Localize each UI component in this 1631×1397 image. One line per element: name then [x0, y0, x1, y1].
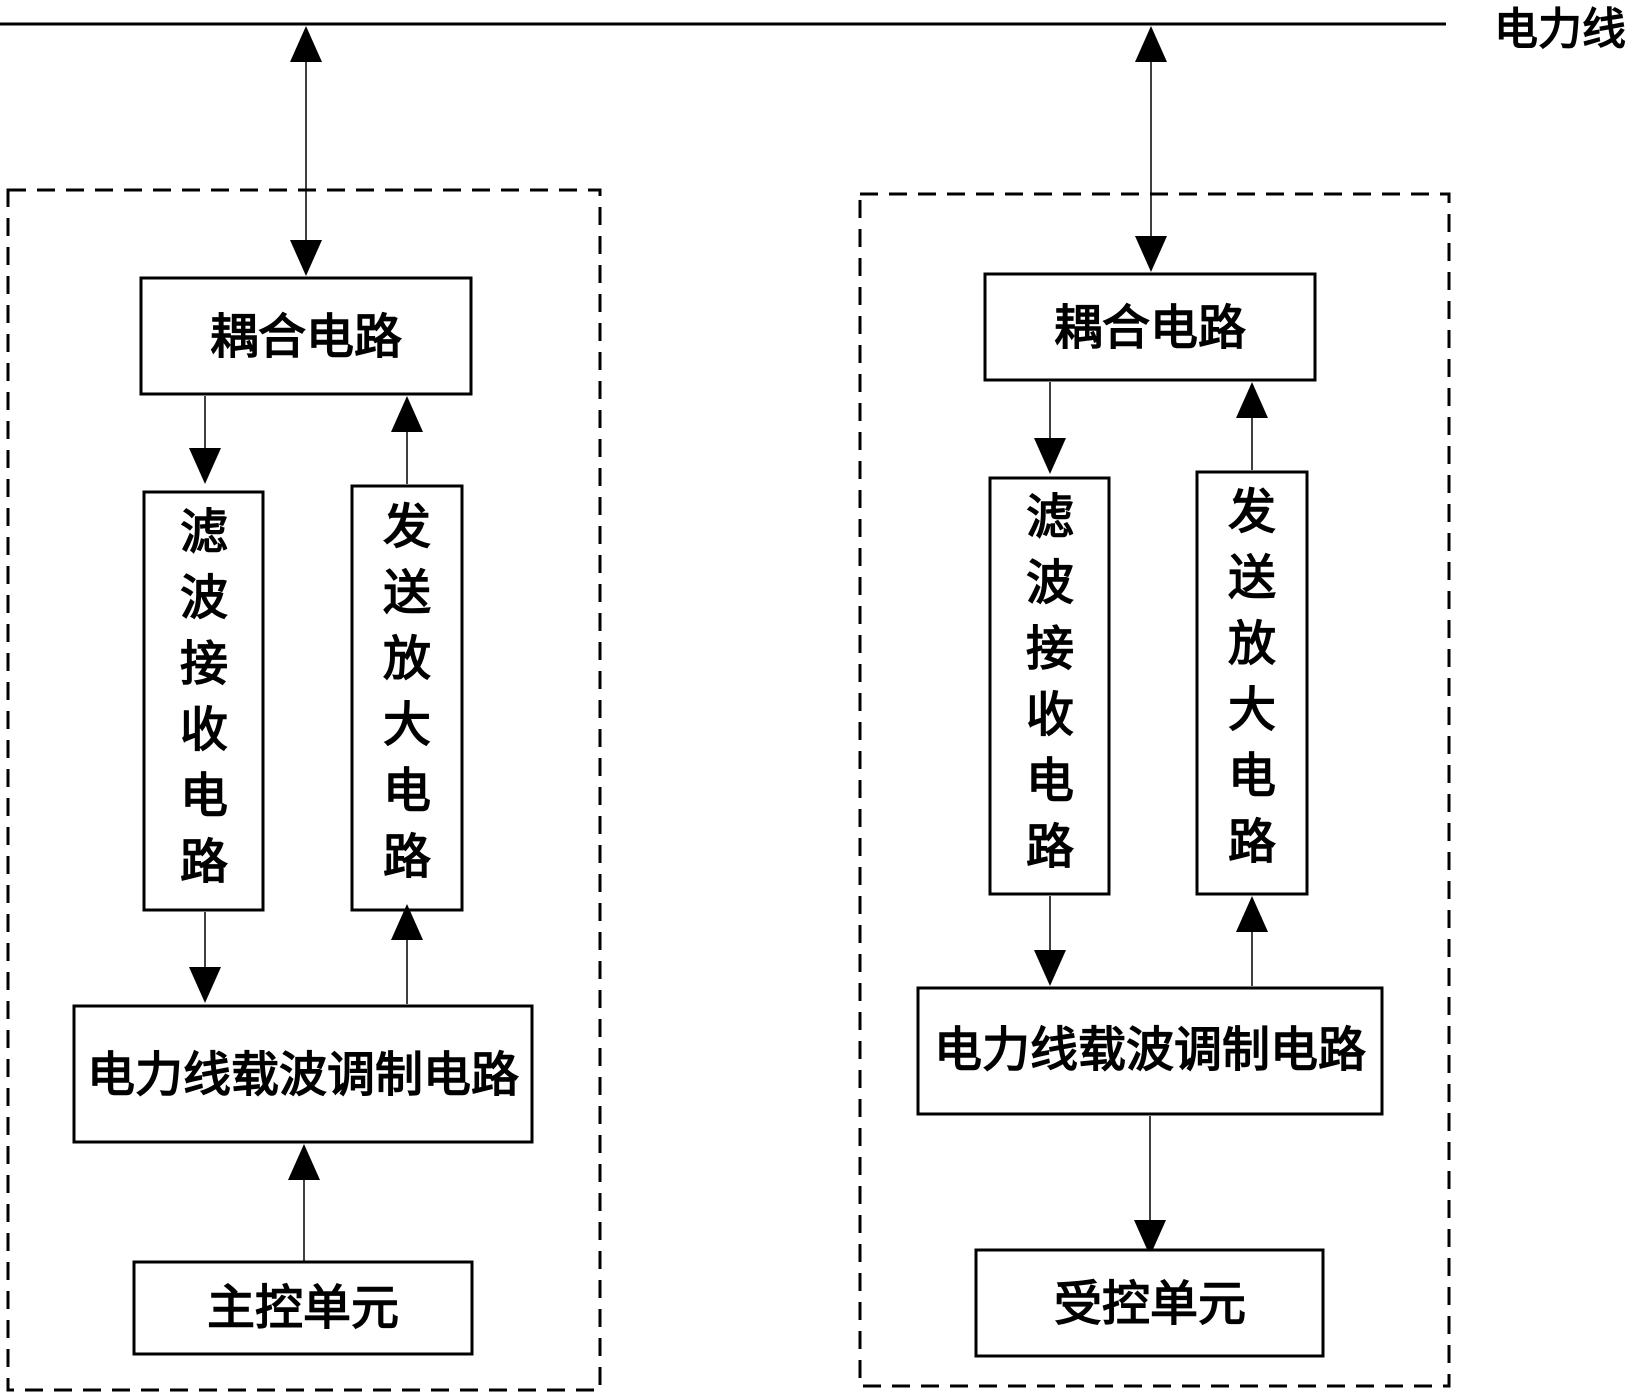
- vertical-label-char: 发: [1228, 484, 1276, 540]
- master-control-unit-label: 主控单元: [207, 1280, 399, 1336]
- vertical-label-char: 电: [180, 768, 228, 824]
- slave-filter-to-modulation-arrow: [1034, 950, 1066, 986]
- master-coupling-label: 耦合电路: [210, 309, 403, 365]
- vertical-label-char: 路: [383, 829, 432, 885]
- power-line-label: 电力线: [1494, 4, 1626, 55]
- master-modulation-label: 电力线载波调制电路: [87, 1047, 520, 1103]
- slave-power-link-up-arrow: [1135, 26, 1167, 62]
- vertical-label-char: 电: [1026, 753, 1074, 809]
- slave-modulation-to-amp-arrow: [1236, 896, 1268, 932]
- vertical-label-char: 路: [180, 834, 229, 890]
- vertical-label-char: 路: [1228, 814, 1277, 870]
- vertical-label-char: 路: [1026, 819, 1075, 875]
- vertical-label-char: 电: [1228, 748, 1276, 804]
- vertical-label-char: 收: [180, 702, 228, 758]
- vertical-label-char: 大: [1228, 682, 1276, 738]
- master-power-link-up-arrow: [290, 26, 322, 62]
- vertical-label-char: 发: [383, 499, 431, 555]
- vertical-label-char: 收: [1026, 687, 1074, 743]
- vertical-label-char: 滤: [1026, 489, 1074, 545]
- slave-power-link-down-arrow: [1135, 236, 1167, 272]
- vertical-label-char: 送: [383, 565, 431, 621]
- slave-control-unit-label: 受控单元: [1054, 1276, 1246, 1332]
- slave-coupling-label: 耦合电路: [1054, 300, 1247, 356]
- vertical-label-char: 放: [383, 631, 431, 687]
- slave-coupling-to-filter-arrow: [1034, 438, 1066, 474]
- vertical-label-char: 放: [1228, 616, 1276, 672]
- slave-amp-to-coupling-arrow: [1236, 382, 1268, 418]
- master-control-to-modulation-arrow: [288, 1144, 320, 1180]
- vertical-label-char: 送: [1228, 550, 1276, 606]
- vertical-label-char: 滤: [180, 504, 228, 560]
- vertical-label-char: 大: [383, 697, 431, 753]
- master-power-link-down-arrow: [290, 240, 322, 276]
- vertical-label-char: 波: [180, 570, 228, 626]
- master-coupling-to-filter-arrow: [189, 448, 221, 484]
- master-amp-to-coupling-arrow: [391, 396, 423, 432]
- vertical-label-char: 波: [1026, 555, 1074, 611]
- vertical-label-char: 电: [383, 763, 431, 819]
- slave-modulation-label: 电力线载波调制电路: [934, 1022, 1367, 1078]
- vertical-label-char: 接: [180, 636, 228, 692]
- master-filter-to-modulation-arrow: [189, 967, 221, 1003]
- vertical-label-char: 接: [1026, 621, 1074, 677]
